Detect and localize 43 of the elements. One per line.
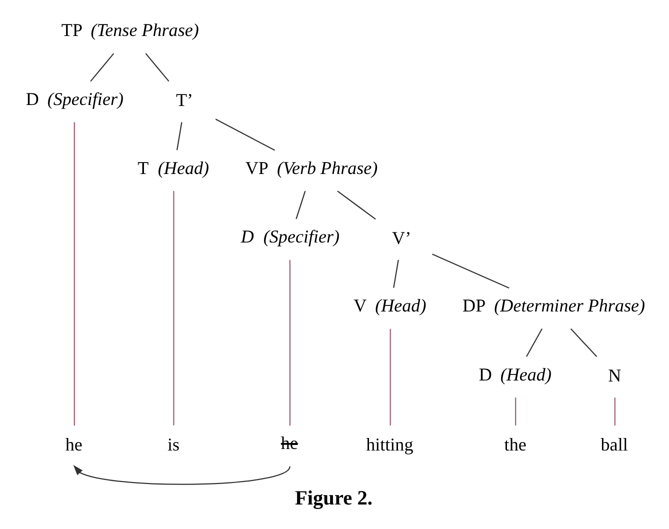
connector (614, 398, 616, 426)
connector (390, 328, 391, 426)
node-text: N (608, 365, 622, 386)
connector (176, 122, 182, 150)
connector (337, 190, 376, 220)
connector (173, 191, 174, 426)
node-label: (Head) (375, 296, 426, 316)
node-label: (Specifier) (47, 89, 124, 110)
node-text: hitting (366, 434, 414, 454)
node-text: the (504, 434, 526, 454)
node-text: ball (600, 434, 628, 454)
node-text: TP (61, 20, 82, 40)
connector (145, 53, 170, 82)
connector (74, 122, 75, 426)
node-text: D (26, 89, 39, 110)
node-label: (Specifier) (263, 226, 340, 247)
node-label: (Determiner Phrase) (494, 296, 646, 316)
node-text: T’ (176, 90, 194, 110)
connector (526, 328, 543, 357)
connector (432, 254, 510, 289)
connector (289, 260, 290, 426)
node-text: he (65, 434, 82, 454)
node-text: he (280, 433, 298, 454)
connector (393, 260, 399, 288)
node-text: V’ (392, 228, 412, 248)
node-text: V (354, 296, 366, 316)
node-label: (Head) (158, 158, 210, 178)
node-text: T (138, 158, 148, 178)
arrow (73, 465, 290, 485)
connector (515, 398, 516, 426)
caption: Figure 2. (295, 487, 372, 510)
node-label: (Verb Phrase) (276, 158, 378, 178)
node-text: D (240, 226, 254, 247)
connector (296, 190, 306, 220)
node-text: D (478, 364, 492, 384)
connector (215, 118, 276, 151)
connector (90, 53, 114, 82)
node-label: (Tense Phrase) (90, 20, 199, 40)
node-text: VP (245, 158, 268, 178)
node-text: DP (462, 296, 485, 316)
node-label: (Head) (500, 364, 552, 384)
connector (570, 328, 598, 358)
node-text: is (168, 434, 180, 454)
